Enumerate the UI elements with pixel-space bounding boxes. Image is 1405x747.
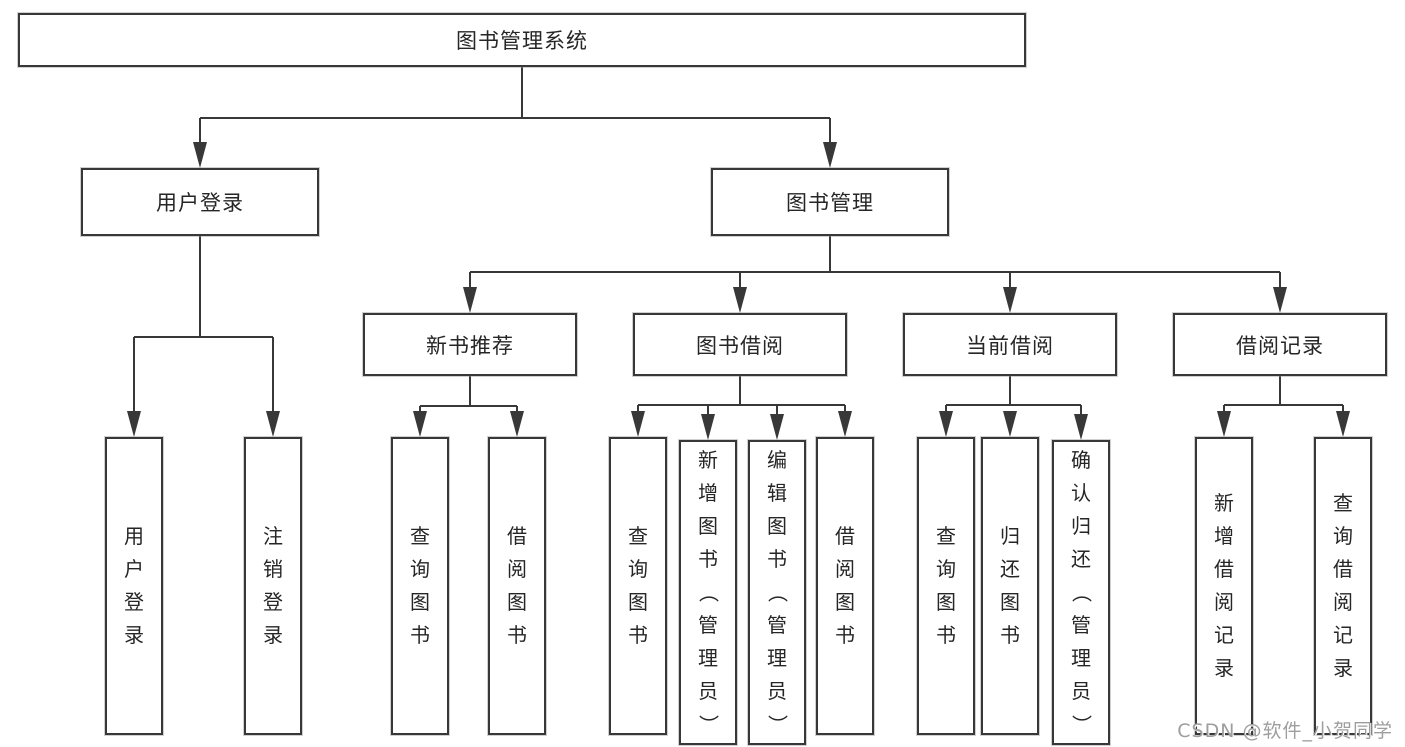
arrowhead (127, 411, 141, 437)
leaf-query-borrow-record: 查询借阅记录 (1314, 437, 1372, 735)
node-root: 图书管理系统 (18, 13, 1026, 67)
arrowhead (193, 142, 207, 168)
node-new-book-label: 新书推荐 (426, 333, 514, 358)
node-borrow-record: 借阅记录 (1173, 313, 1387, 376)
leaf-add-book-admin-label: 新增图书（管理员） (696, 448, 721, 735)
arrowhead (770, 414, 784, 440)
leaf-logout-label: 注销登录 (263, 524, 283, 647)
arrowhead (413, 411, 427, 437)
node-book-mgmt-label: 图书管理 (786, 191, 874, 215)
node-user-login-label: 用户登录 (156, 191, 244, 215)
arrowhead (463, 287, 477, 313)
arrowhead (838, 411, 852, 437)
arrowhead (266, 411, 280, 437)
leaf-return-book-label: 归还图书 (1000, 524, 1020, 647)
node-user-login: 用户登录 (81, 168, 319, 236)
arrowhead (823, 142, 837, 168)
leaf-return-book: 归还图书 (981, 437, 1039, 735)
leaf-confirm-return-admin-label: 确认归还（管理员） (1069, 448, 1094, 735)
leaf-user-login-label: 用户登录 (124, 524, 144, 647)
leaf-query-book-2-label: 查询图书 (628, 524, 648, 647)
leaf-edit-book-admin-label: 编辑图书（管理员） (765, 448, 790, 735)
arrowhead (701, 414, 715, 440)
leaf-query-borrow-record-label: 查询借阅记录 (1333, 491, 1353, 680)
leaf-borrow-book-1: 借阅图书 (488, 437, 546, 735)
leaf-query-book-1-label: 查询图书 (410, 524, 430, 647)
leaf-query-book-2: 查询图书 (609, 437, 667, 735)
leaf-add-borrow-record-label: 新增借阅记录 (1214, 491, 1234, 680)
leaf-logout: 注销登录 (244, 437, 302, 735)
leaf-borrow-book-2-label: 借阅图书 (835, 524, 855, 647)
arrowhead (1003, 287, 1017, 313)
leaf-query-book-3-label: 查询图书 (936, 524, 956, 647)
leaf-user-login: 用户登录 (105, 437, 163, 735)
arrowhead (631, 411, 645, 437)
node-current-borrow-label: 当前借阅 (966, 333, 1054, 358)
leaf-query-book-1: 查询图书 (391, 437, 449, 735)
arrowhead (1003, 411, 1017, 437)
leaf-edit-book-admin: 编辑图书（管理员） (748, 440, 806, 745)
leaf-add-borrow-record: 新增借阅记录 (1195, 437, 1253, 735)
arrowhead (510, 411, 524, 437)
arrowhead (733, 287, 747, 313)
leaf-add-book-admin: 新增图书（管理员） (679, 440, 737, 745)
leaf-borrow-book-1-label: 借阅图书 (507, 524, 527, 647)
node-book-mgmt: 图书管理 (711, 168, 949, 236)
node-book-borrow-label: 图书借阅 (696, 333, 784, 358)
arrowhead (939, 411, 953, 437)
node-borrow-record-label: 借阅记录 (1236, 333, 1324, 358)
node-current-borrow: 当前借阅 (903, 313, 1117, 376)
arrowhead (1217, 411, 1231, 437)
node-book-borrow: 图书借阅 (633, 313, 847, 376)
leaf-confirm-return-admin: 确认归还（管理员） (1052, 440, 1110, 745)
node-root-label: 图书管理系统 (456, 29, 588, 53)
leaf-query-book-3: 查询图书 (917, 437, 975, 735)
arrowhead (1336, 411, 1350, 437)
watermark-text: CSDN @软件_小贺同学 (1177, 720, 1393, 742)
arrowhead (1074, 414, 1088, 440)
node-new-book: 新书推荐 (363, 313, 577, 376)
leaf-borrow-book-2: 借阅图书 (816, 437, 874, 735)
arrowhead (1273, 287, 1287, 313)
